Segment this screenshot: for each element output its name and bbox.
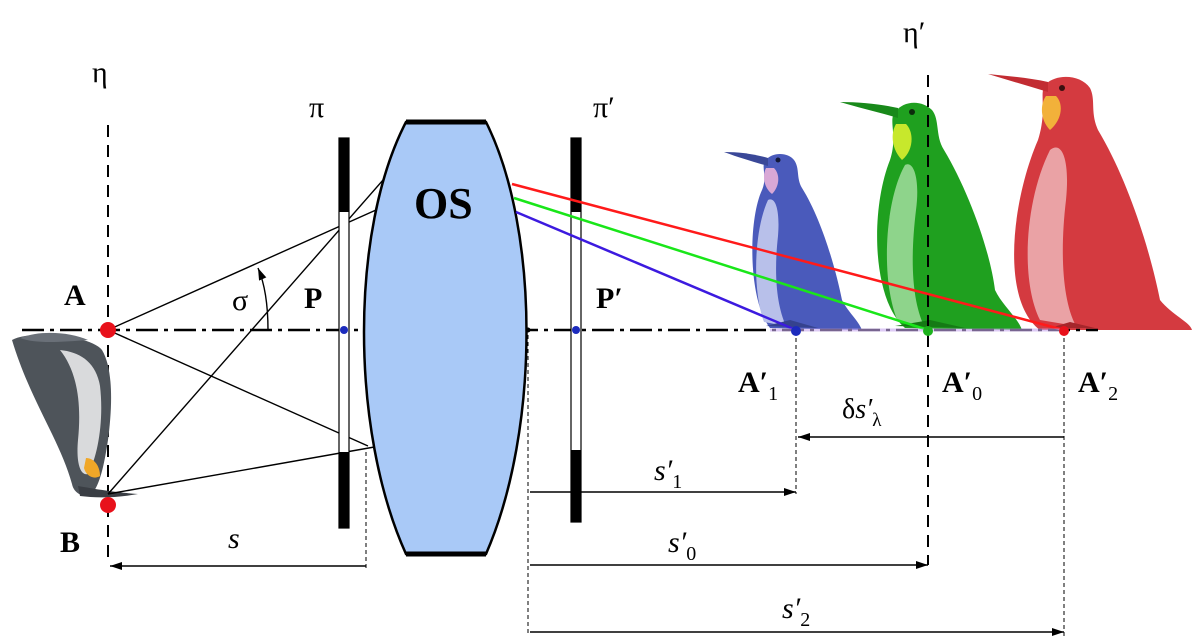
ray-blue (515, 210, 797, 332)
image-point-a2 (1059, 326, 1069, 336)
label-a: A (64, 279, 86, 312)
image-point-a0 (923, 326, 933, 336)
label-sigma: σ (232, 284, 248, 317)
ray-red (511, 182, 1065, 332)
blue-penguin-image (724, 152, 862, 330)
label-a2-prime: A′2 (1078, 366, 1118, 405)
ray-green (513, 196, 929, 332)
label-eta: η (92, 56, 108, 89)
red-penguin-image (988, 74, 1192, 330)
label-s0-prime: s′0 (668, 526, 696, 565)
label-s: s (228, 522, 240, 555)
label-a1-prime: A′1 (738, 366, 778, 405)
label-pi: π (309, 91, 324, 124)
label-s1-prime: s′1 (654, 454, 682, 493)
label-b: B (60, 526, 80, 559)
object-point-b (100, 497, 116, 513)
label-os: OS (414, 179, 473, 228)
label-p: P (304, 282, 322, 315)
gray-penguin-object (12, 332, 138, 498)
image-point-a1 (791, 326, 801, 336)
aperture-angle-arc (257, 267, 269, 331)
label-delta-s-lambda: δs′λ (842, 394, 882, 431)
label-p-prime: P′ (596, 282, 623, 315)
label-a0-prime: A′0 (942, 366, 982, 405)
label-pi-prime: π′ (593, 91, 615, 124)
object-point-a (100, 322, 116, 338)
label-s2-prime: s′2 (782, 592, 810, 631)
point-p-prime (572, 326, 580, 334)
point-p (340, 326, 348, 334)
label-eta-prime: η′ (903, 16, 925, 49)
